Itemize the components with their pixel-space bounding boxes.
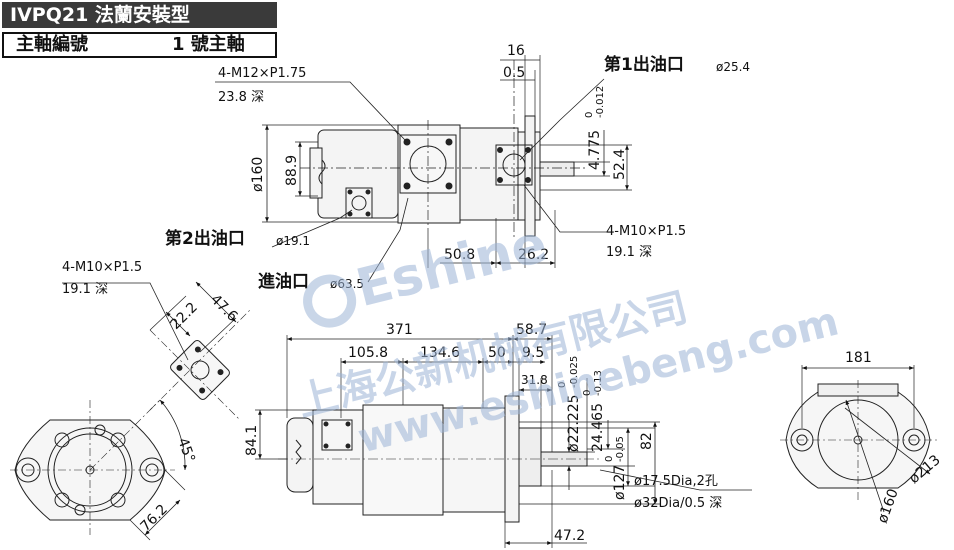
front-tol-22-bot: -0.025 [569,356,580,388]
front-pilot [518,427,542,487]
front-tol-24-top: 0 [582,390,593,396]
front-dim-127: ø127 [612,465,628,500]
front-dim-84-1: 84.1 [244,425,260,456]
front-view [255,335,752,548]
front-dim-24-465: 24.465 [590,403,606,452]
top-shaft [539,161,575,177]
top-dim-0-5: 0.5 [503,65,525,81]
inlet-label: 進油口 [258,271,309,292]
outlet2-label: 第2出油口 [165,228,245,249]
front-inlet-flange [321,419,353,451]
front-rear-cover-detail [295,439,302,465]
top-bolt1-depth: 23.8 深 [218,90,264,105]
top-front-housing [459,127,519,221]
front-dim-82: 82 [639,432,655,450]
top-bolt2-depth: 19.1 深 [606,245,652,260]
outlet2-port [351,195,367,211]
right-end-view [780,365,940,513]
spec-value: 1 號主軸 [172,34,245,55]
front-tol-24-bot: -0.13 [593,370,604,396]
front-rear-body [312,409,364,505]
top-dim-26-2: 26.2 [518,247,549,263]
spec-bar: 主軸編號 1 號主軸 [2,32,277,58]
left-bolt-label: 4-M10×P1.5 [62,260,142,275]
top-dim-16: 16 [507,43,525,59]
front-mid-body [362,404,444,516]
front-counterbore-label: ø32Dia/0.5 深 [634,496,722,511]
right-dim-181: 181 [845,350,872,366]
top-tol-4-775-bot: -0.012 [595,86,606,118]
watermark-logo-icon [303,274,357,328]
left-angle-45: 45° [174,436,198,465]
small-flange-detail [62,281,251,421]
watermark-brand: Eshine [350,214,552,319]
front-dim-9-5: 9.5 [522,345,544,361]
left-dim-22-2: 22.2 [168,299,201,332]
top-dim-4-775: 4.775 [587,130,603,170]
top-body-rear [317,129,399,219]
top-bolt1-label: 4-M12×P1.75 [218,66,306,81]
outlet2-flange [345,187,373,219]
page-title: IVPQ21 法蘭安裝型 [10,4,190,26]
top-dim-88-9: 88.9 [284,155,300,186]
front-tol-22-top: 0 [557,382,568,388]
left-bolt-depth: 19.1 深 [62,282,108,297]
top-dim-50-8: 50.8 [444,247,475,263]
top-flange-plate [524,115,536,237]
top-dim-160: ø160 [250,157,266,192]
top-view [215,55,632,283]
left-dim-47-6: 47.6 [207,292,240,325]
front-dim-134-6: 134.6 [420,345,460,361]
top-dim-52-4: 52.4 [612,149,628,180]
outlet1-label: 第1出油口 [604,54,684,75]
front-dim-50: 50 [488,345,506,361]
outlet2-dia: ø19.1 [276,234,310,248]
left-end-view [10,399,188,541]
front-dim-58-7: 58.7 [516,322,547,338]
outlet1-dia: ø25.4 [716,60,750,74]
title-bar: IVPQ21 法蘭安裝型 [2,2,277,28]
front-dim-371: 371 [386,322,413,338]
top-tol-4-775-top: 0 [584,112,595,118]
front-dim-31-8: 31.8 [521,373,548,387]
front-dim-47-2: 47.2 [554,528,585,544]
right-dim-160: ø160 [875,487,902,526]
front-holes-label: ø17.5Dia,2孔 [634,474,718,489]
top-endcap [309,147,323,199]
front-dim-105-8: 105.8 [348,345,388,361]
spec-label: 主軸編號 [16,34,88,55]
top-endcap-detail [318,159,326,185]
top-bolt2-label: 4-M10×P1.5 [606,224,686,239]
front-dim-22-225: ø22.225 [566,394,582,452]
front-rear-cover [286,417,314,493]
front-tol-127-bot: -0.05 [615,436,626,462]
front-tol-127-top: 0 [604,456,615,462]
